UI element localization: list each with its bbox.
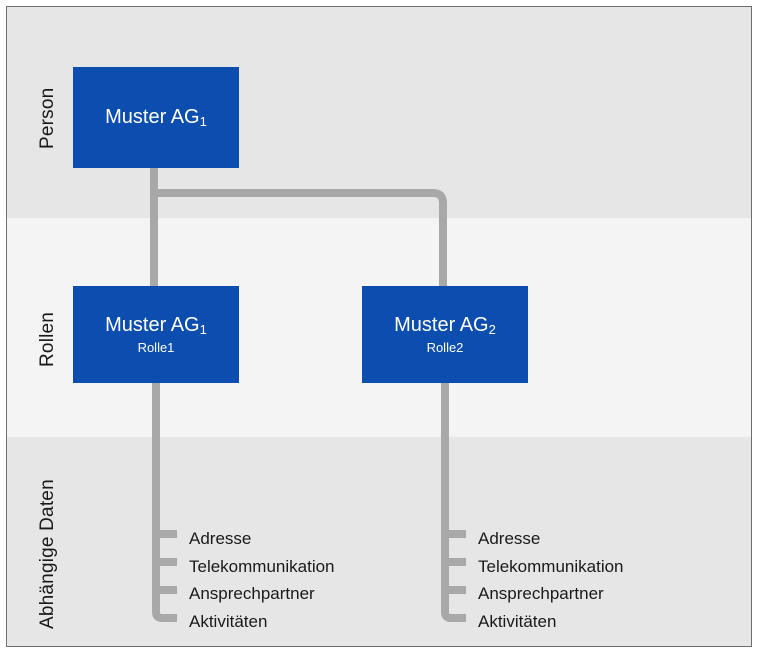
- dependent-data-list-left: Adresse Telekommunikation Ansprechpartne…: [189, 525, 335, 635]
- connector-role2-trunk: [441, 377, 466, 622]
- node-person-title-index: 1: [199, 113, 207, 129]
- node-person-title: Muster AG1: [105, 106, 207, 130]
- node-role1-title-index: 1: [199, 321, 207, 337]
- list-item[interactable]: Aktivitäten: [189, 611, 268, 631]
- connector-layer: [150, 162, 466, 622]
- list-item[interactable]: Telekommunikation: [189, 556, 335, 576]
- node-role2-title-index: 2: [488, 321, 496, 337]
- list-item[interactable]: Adresse: [478, 529, 541, 548]
- node-role1-title-text: Muster AG: [105, 313, 200, 336]
- dependent-data-list-right: Adresse Telekommunikation Ansprechpartne…: [478, 525, 624, 635]
- node-person-title-text: Muster AG: [105, 105, 200, 128]
- lane-band-abhaengige-daten: [7, 437, 751, 646]
- list-item[interactable]: Ansprechpartner: [478, 584, 604, 603]
- list-item[interactable]: Adresse: [189, 529, 252, 548]
- diagram-frame: Person Rollen Abhängige Daten: [6, 6, 752, 647]
- connector-person-to-role2: [154, 189, 447, 292]
- node-person-muster-ag[interactable]: Muster AG1: [73, 67, 239, 168]
- node-role2-muster-ag[interactable]: Muster AG2 Rolle2: [362, 286, 528, 383]
- node-role2-title-text: Muster AG: [394, 313, 489, 336]
- node-role2-title: Muster AG2: [394, 314, 496, 338]
- list-item[interactable]: Ansprechpartner: [189, 584, 315, 603]
- node-role1-title: Muster AG1: [105, 314, 207, 338]
- list-item[interactable]: Telekommunikation: [478, 556, 624, 576]
- node-role1-subtitle: Rolle1: [137, 339, 175, 355]
- connector-role1-trunk: [152, 377, 177, 622]
- node-role2-subtitle: Rolle2: [426, 339, 464, 355]
- node-role1-muster-ag[interactable]: Muster AG1 Rolle1: [73, 286, 239, 383]
- list-item[interactable]: Aktivitäten: [478, 611, 557, 631]
